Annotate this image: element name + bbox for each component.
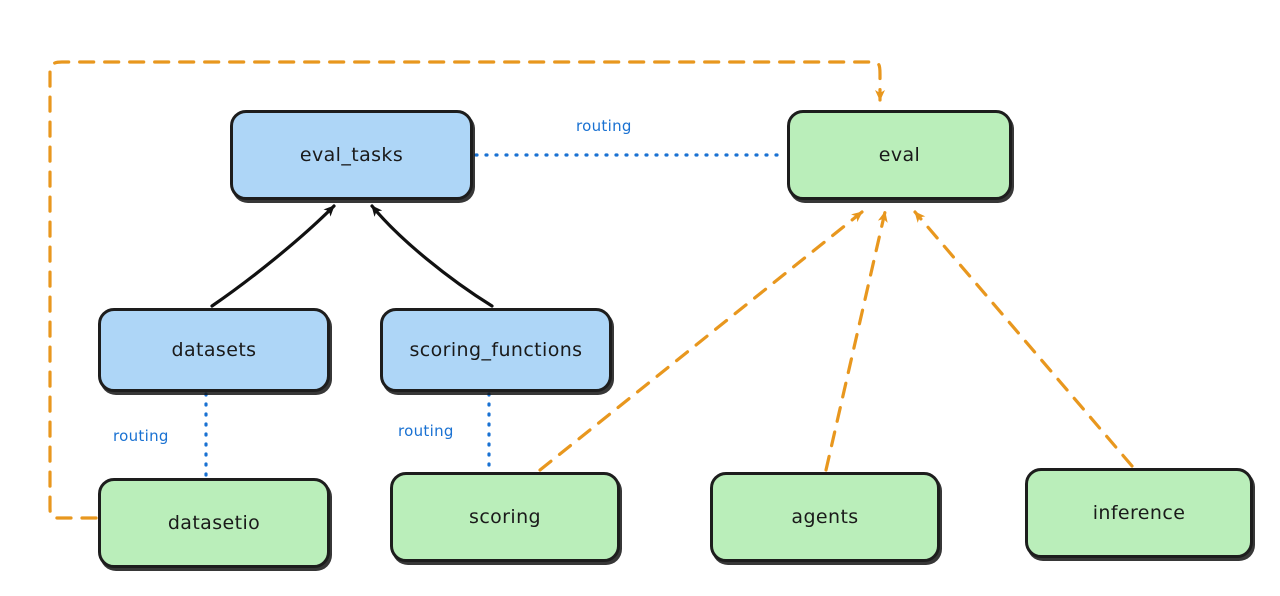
node-label: agents (791, 506, 859, 528)
node-datasetio[interactable]: datasetio (98, 478, 330, 568)
edge-label-routing-datasetio: routing (113, 427, 169, 445)
node-label: datasets (171, 339, 257, 361)
node-scoring[interactable]: scoring (390, 472, 620, 562)
node-label: scoring_functions (409, 339, 583, 361)
node-eval[interactable]: eval (787, 110, 1012, 200)
node-label: eval (878, 144, 921, 166)
edge-label-routing-eval: routing (576, 117, 632, 135)
edge-datasets-to-eval-tasks (210, 204, 336, 308)
edge-label-routing-scoring: routing (398, 422, 454, 440)
node-scoring-functions[interactable]: scoring_functions (380, 308, 612, 392)
node-inference[interactable]: inference (1025, 468, 1253, 558)
node-eval-tasks[interactable]: eval_tasks (230, 110, 473, 200)
edge-inference-to-eval (913, 210, 1134, 468)
edge-agents-to-eval (824, 210, 888, 472)
node-agents[interactable]: agents (710, 472, 940, 562)
node-label: datasetio (167, 512, 261, 534)
node-datasets[interactable]: datasets (98, 308, 330, 392)
node-label: eval_tasks (299, 144, 404, 166)
node-label: scoring (469, 506, 541, 528)
edge-scoring-functions-to-eval-tasks (370, 204, 494, 308)
node-label: inference (1092, 502, 1186, 524)
